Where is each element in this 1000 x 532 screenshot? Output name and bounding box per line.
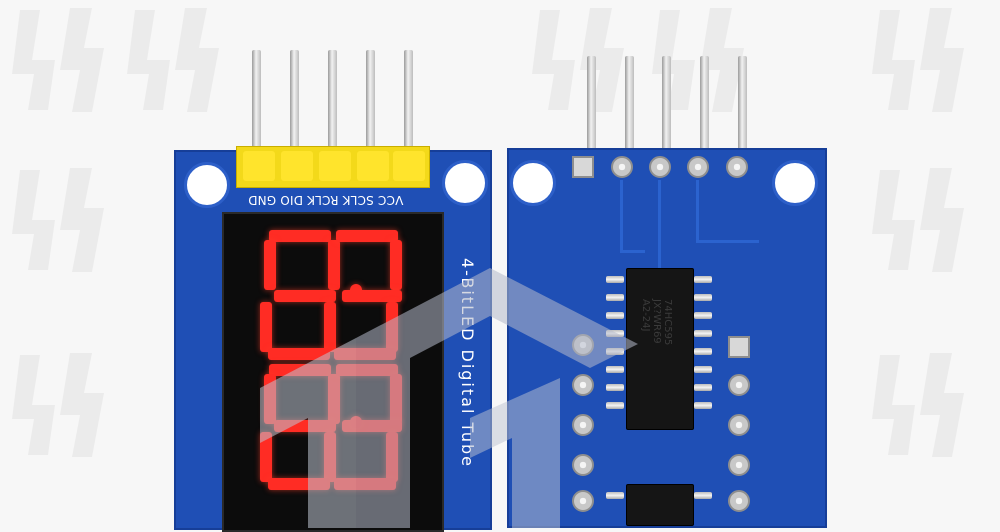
header-pin	[366, 50, 375, 162]
pcb-trace	[696, 180, 759, 243]
chip-leg	[694, 276, 712, 283]
watermark-logo	[872, 353, 964, 457]
chip-leg	[606, 384, 624, 391]
solder-pad	[572, 374, 594, 396]
chip-leg	[606, 402, 624, 409]
chip-marking: 74HC595 JX?WR69 A2-24J	[640, 299, 673, 346]
shift-register-chip: 74HC595 JX?WR69 A2-24J	[626, 268, 694, 430]
chip-leg	[694, 384, 712, 391]
seven-segment-display	[222, 212, 444, 532]
pin-labels: VCC SCLK RCLK DIO GND	[248, 193, 404, 207]
solder-pad	[728, 490, 750, 512]
chip-leg	[694, 402, 712, 409]
header-pin	[738, 56, 747, 158]
chip-leg	[606, 492, 624, 499]
watermark-logo	[12, 353, 104, 457]
header-pin	[587, 56, 596, 158]
chip-leg	[606, 330, 624, 337]
watermark-logo	[872, 8, 964, 112]
square-solder-pad	[572, 156, 594, 178]
shift-register-chip	[626, 484, 694, 526]
solder-pad	[649, 156, 671, 178]
chip-leg	[606, 312, 624, 319]
chip-leg	[606, 276, 624, 283]
module-title: 4-BitLED Digital Tube	[458, 258, 477, 468]
solder-pad	[728, 374, 750, 396]
header-pin	[662, 56, 671, 158]
chip-leg	[694, 348, 712, 355]
solder-pad	[726, 156, 748, 178]
header-cell	[393, 151, 425, 181]
solder-pad	[728, 454, 750, 476]
chip-leg	[694, 294, 712, 301]
header-pin	[404, 50, 413, 162]
watermark-logo	[127, 8, 219, 112]
chip-leg	[694, 366, 712, 373]
mounting-hole	[772, 160, 818, 206]
product-photo: VCC SCLK RCLK DIO GND 4-BitLED Digital T…	[12, 8, 964, 532]
header-cell	[243, 151, 275, 181]
header-cell	[319, 151, 351, 181]
solder-pad	[572, 454, 594, 476]
mounting-hole	[184, 162, 230, 208]
header-pin	[625, 56, 634, 158]
header-cell	[357, 151, 389, 181]
header-pin	[700, 56, 709, 158]
chip-leg	[606, 348, 624, 355]
watermark-logo	[652, 8, 744, 112]
watermark-logo	[12, 168, 104, 272]
watermark-logo	[532, 8, 624, 112]
solder-pad	[728, 414, 750, 436]
chip-leg	[606, 366, 624, 373]
header-pin	[252, 50, 261, 162]
solder-pad	[687, 156, 709, 178]
header-cell	[281, 151, 313, 181]
solder-pad	[611, 156, 633, 178]
pcb-trace	[620, 180, 645, 253]
chip-leg	[606, 294, 624, 301]
watermark-logo	[872, 168, 964, 272]
pin-header	[236, 146, 430, 188]
pcb-trace	[658, 180, 691, 272]
header-pin	[290, 50, 299, 162]
square-solder-pad	[728, 336, 750, 358]
solder-pad	[572, 334, 594, 356]
watermark-logo	[12, 8, 104, 112]
mounting-hole	[442, 160, 488, 206]
chip-leg	[694, 492, 712, 499]
chip-leg	[694, 312, 712, 319]
mounting-hole	[510, 160, 556, 206]
solder-pad	[572, 414, 594, 436]
header-pin	[328, 50, 337, 162]
chip-leg	[694, 330, 712, 337]
solder-pad	[572, 490, 594, 512]
